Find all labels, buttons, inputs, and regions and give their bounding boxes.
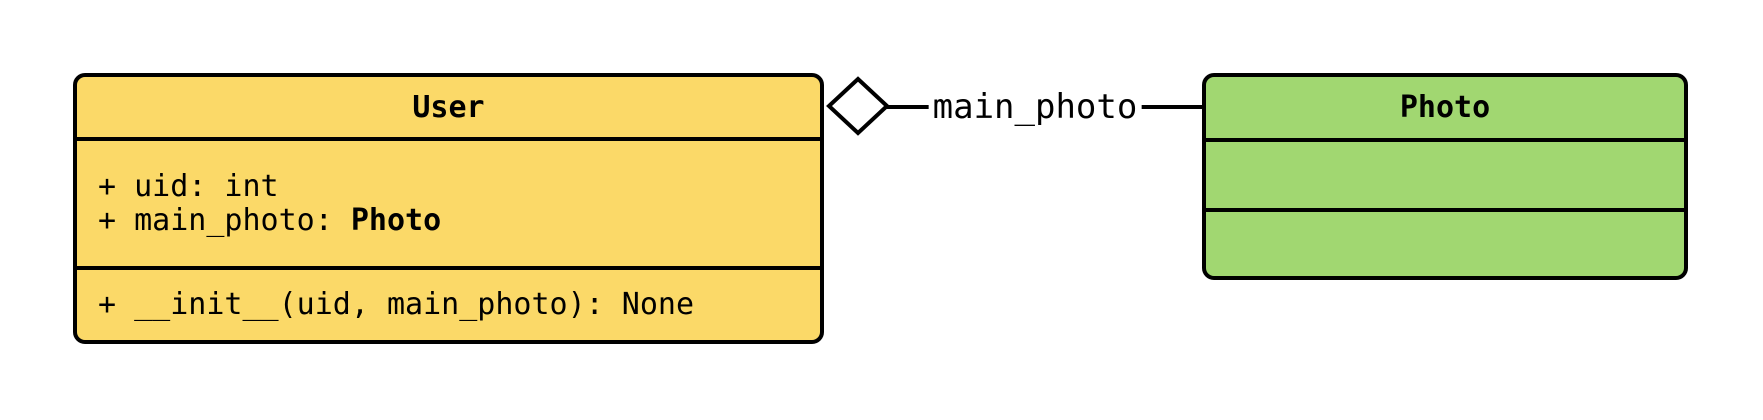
aggregation-diamond-icon bbox=[826, 76, 890, 136]
class-attributes-photo bbox=[1206, 138, 1684, 208]
attribute-uid: + uid: int bbox=[98, 168, 279, 204]
attribute-main-photo-type: Photo bbox=[350, 202, 442, 238]
class-title-photo: Photo bbox=[1399, 90, 1491, 125]
class-methods-photo bbox=[1206, 208, 1684, 276]
method-init: + __init__(uid, main_photo): None bbox=[98, 287, 695, 322]
class-node-photo: Photo bbox=[1202, 73, 1688, 280]
attribute-main-photo: + main_photo: Photo bbox=[98, 202, 820, 238]
relation-label: main_photo bbox=[928, 87, 1142, 127]
attribute-main-photo-prefix: + main_photo: bbox=[98, 202, 351, 238]
class-node-user: User + uid: int + main_photo: Photo + __… bbox=[73, 73, 824, 344]
class-methods-user: + __init__(uid, main_photo): None bbox=[77, 266, 820, 340]
class-title-user: User bbox=[412, 89, 485, 125]
class-attributes-user: + uid: int + main_photo: Photo bbox=[77, 137, 820, 266]
